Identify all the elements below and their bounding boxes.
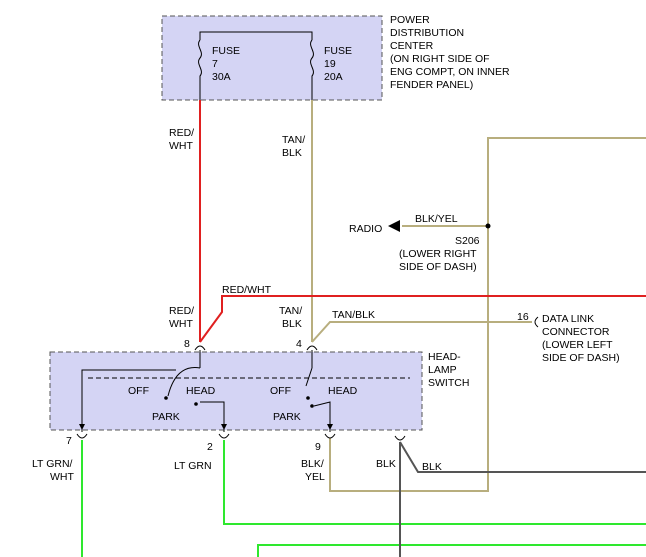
wire-red-wht-right [199, 295, 646, 343]
splice-id: S206 [455, 235, 480, 247]
splice-location-1: (LOWER RIGHT [399, 248, 477, 260]
pin-8-label: 8 [184, 338, 190, 350]
connector-pin7-icon [76, 433, 88, 439]
pin-7-label: 7 [66, 435, 72, 447]
connector-pin9-icon [324, 433, 336, 439]
connector-pin8-icon [194, 345, 206, 351]
wire-tan-blk-data-link [311, 321, 532, 343]
left-park-label: PARK [152, 411, 180, 423]
fuse-7-label: FUSE [212, 45, 240, 57]
wire-label-lt-grn-wht-2: WHT [50, 471, 74, 483]
radio-arrow-icon [388, 220, 400, 232]
fuse-7-number: 7 [212, 58, 218, 70]
wire-label-red-wht-2: WHT [169, 140, 193, 152]
wire-label-red-wht-1: RED/ [169, 127, 194, 139]
wire-label-red-wht-pin8-2: WHT [169, 318, 193, 330]
arrow-pin9-icon [327, 424, 333, 430]
wire-label-blk-yel-1: BLK/ [301, 458, 324, 470]
arrow-pin2-icon [221, 424, 227, 430]
data-link-line-4: SIDE OF DASH) [542, 352, 620, 364]
wire-label-blk-right: BLK [422, 461, 442, 473]
connector-pin4-icon [306, 345, 318, 351]
wire-label-tan-blk-right: TAN/BLK [332, 309, 375, 321]
pdc-title-6: FENDER PANEL) [390, 79, 473, 91]
fuse-19-label: FUSE [324, 45, 352, 57]
wire-label-blk-yel-radio: BLK/YEL [415, 213, 458, 225]
fuse-19-number: 19 [324, 58, 336, 70]
wire-lt-grn [223, 440, 646, 525]
wire-label-tan-blk-pin4-2: BLK [282, 318, 302, 330]
power-distribution-box [161, 15, 383, 101]
pdc-title-2: DISTRIBUTION [390, 27, 464, 39]
switch-park-feed [81, 369, 176, 432]
wire-label-lt-grn: LT GRN [174, 460, 212, 472]
switch-left-off-contact [164, 396, 168, 400]
left-head-label: HEAD [186, 385, 216, 397]
arrow-pin7-icon [79, 424, 85, 430]
switch-right-off-contact [306, 396, 310, 400]
radio-label: RADIO [349, 223, 382, 235]
fuse-7-rating: 30A [212, 71, 231, 83]
wire-label-lt-grn-wht-1: LT GRN/ [32, 458, 73, 470]
pdc-title-4: (ON RIGHT SIDE OF [390, 53, 490, 65]
pin-4-label: 4 [296, 338, 302, 350]
splice-location-2: SIDE OF DASH) [399, 261, 477, 273]
data-link-connector-icon [534, 316, 539, 328]
switch-left-head-dot [194, 402, 198, 406]
headlamp-switch-box [49, 351, 423, 431]
switch-left-head-contact [200, 401, 225, 432]
fuse-19-rating: 20A [324, 71, 343, 83]
switch-right-arm [305, 367, 313, 387]
wire-label-blk: BLK [376, 458, 396, 470]
wire-label-red-wht-right: RED/WHT [222, 284, 272, 296]
fuse-bus-bar [199, 31, 313, 40]
switch-title-1: HEAD- [428, 351, 461, 363]
data-link-pin: 16 [517, 311, 529, 323]
wire-blk-yel-loop [329, 137, 646, 492]
wire-label-tan-blk-pin4-1: TAN/ [279, 305, 302, 317]
switch-right-head-dot [310, 404, 314, 408]
wire-label-red-wht-pin8-1: RED/ [169, 305, 194, 317]
switch-title-2: LAMP [428, 364, 457, 376]
fuse-7-symbol [198, 39, 202, 100]
left-off-label: OFF [128, 385, 149, 397]
wire-label-tan-blk-1: TAN/ [282, 134, 305, 146]
pdc-title-1: POWER [390, 14, 430, 26]
wire-lt-grn-lower [257, 544, 646, 557]
wire-blk-right [399, 441, 646, 473]
wire-label-tan-blk-2: BLK [282, 147, 302, 159]
data-link-line-2: CONNECTOR [542, 326, 610, 338]
switch-left-arm [167, 367, 201, 397]
right-head-label: HEAD [328, 385, 358, 397]
pdc-title-3: CENTER [390, 40, 434, 52]
right-off-label: OFF [270, 385, 291, 397]
pin-2-label: 2 [207, 441, 213, 453]
switch-right-head-contact [313, 401, 331, 432]
pdc-title-5: ENG COMPT, ON INNER [390, 66, 510, 78]
wire-label-blk-yel-2: YEL [305, 471, 325, 483]
data-link-line-1: DATA LINK [542, 313, 594, 325]
data-link-line-3: (LOWER LEFT [542, 339, 613, 351]
connector-pin2-icon [218, 433, 230, 439]
splice-s206-dot [485, 223, 491, 229]
right-park-label: PARK [273, 411, 301, 423]
pin-9-label: 9 [315, 441, 321, 453]
switch-title-3: SWITCH [428, 377, 469, 389]
connector-blk-icon [394, 435, 406, 441]
fuse-19-symbol [310, 39, 314, 100]
